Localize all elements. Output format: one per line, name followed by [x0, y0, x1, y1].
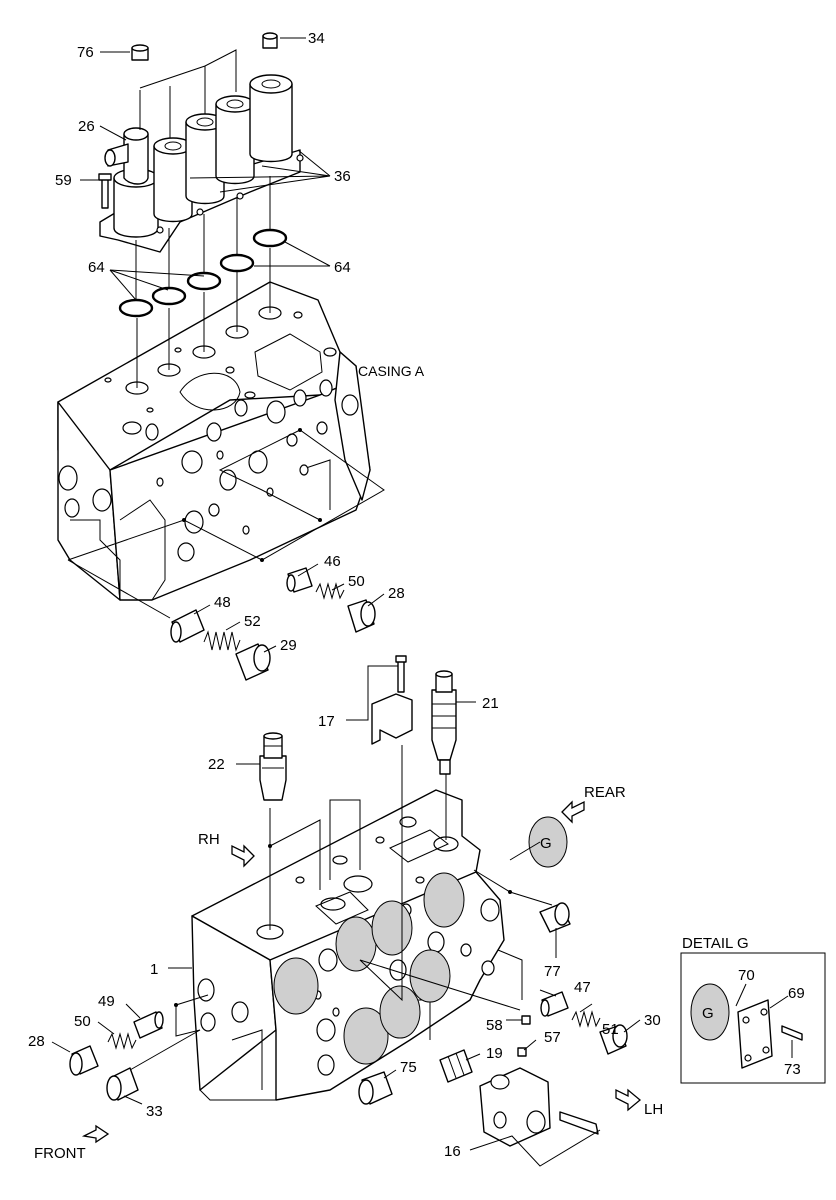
label-57: 57	[544, 1029, 561, 1046]
label-50-upper: 50	[348, 573, 365, 590]
label-26: 26	[78, 118, 95, 135]
casing-a-block	[57, 281, 371, 601]
label-17: 17	[318, 713, 335, 730]
seal-areas	[273, 816, 568, 1065]
label-22: 22	[208, 756, 225, 773]
rear-caption: REAR	[584, 784, 626, 801]
casing-a-plugs-springs	[170, 567, 376, 681]
label-76: 76	[77, 44, 94, 61]
label-51: 51	[602, 1021, 619, 1038]
casing-a-leader-lines	[67, 248, 385, 619]
label-48: 48	[214, 594, 231, 611]
lower-top-parts	[259, 655, 457, 801]
part-number-labels: 76 34 26 59 36 64 64 46 50 28 48 52 29 1…	[28, 30, 805, 1160]
label-30: 30	[644, 1012, 661, 1029]
label-64-left: 64	[88, 259, 105, 276]
casing-a-caption: CASING A	[358, 363, 425, 379]
label-34: 34	[308, 30, 325, 47]
lh-arrow	[615, 1088, 642, 1112]
label-75: 75	[400, 1059, 417, 1076]
rh-arrow	[231, 844, 255, 868]
callout-leaders	[51, 37, 793, 1167]
lower-small-parts	[69, 902, 628, 1147]
label-69: 69	[788, 985, 805, 1002]
label-52: 52	[244, 613, 261, 630]
label-1: 1	[150, 961, 158, 978]
label-29: 29	[280, 637, 297, 654]
lower-leader-lines	[129, 745, 553, 1071]
label-21: 21	[482, 695, 499, 712]
label-16: 16	[444, 1143, 461, 1160]
g-marker-detail-label: G	[702, 1005, 714, 1022]
label-36: 36	[334, 168, 351, 185]
front-arrow	[81, 1124, 110, 1144]
rear-arrow	[561, 800, 585, 824]
g-marker-label: G	[540, 835, 552, 852]
lh-caption: LH	[644, 1101, 663, 1118]
label-73: 73	[784, 1061, 801, 1078]
caption-labels: CASING A REAR RH FRONT LH DETAIL G G G	[34, 363, 749, 1162]
label-46: 46	[324, 553, 341, 570]
label-59: 59	[55, 172, 72, 189]
solenoid-assembly	[98, 32, 304, 253]
label-58: 58	[486, 1017, 503, 1034]
direction-arrows	[81, 800, 642, 1144]
detail-g-box	[680, 952, 826, 1084]
label-50-lower: 50	[74, 1013, 91, 1030]
detail-g-caption: DETAIL G	[682, 935, 749, 952]
label-49: 49	[98, 993, 115, 1010]
label-19: 19	[486, 1045, 503, 1062]
label-77: 77	[544, 963, 561, 980]
label-64-right: 64	[334, 259, 351, 276]
o-rings-64	[118, 176, 288, 318]
label-33: 33	[146, 1103, 163, 1120]
rh-caption: RH	[198, 831, 220, 848]
label-47: 47	[574, 979, 591, 996]
front-caption: FRONT	[34, 1145, 86, 1162]
label-28-lower: 28	[28, 1033, 45, 1050]
label-70: 70	[738, 967, 755, 984]
label-28-upper: 28	[388, 585, 405, 602]
